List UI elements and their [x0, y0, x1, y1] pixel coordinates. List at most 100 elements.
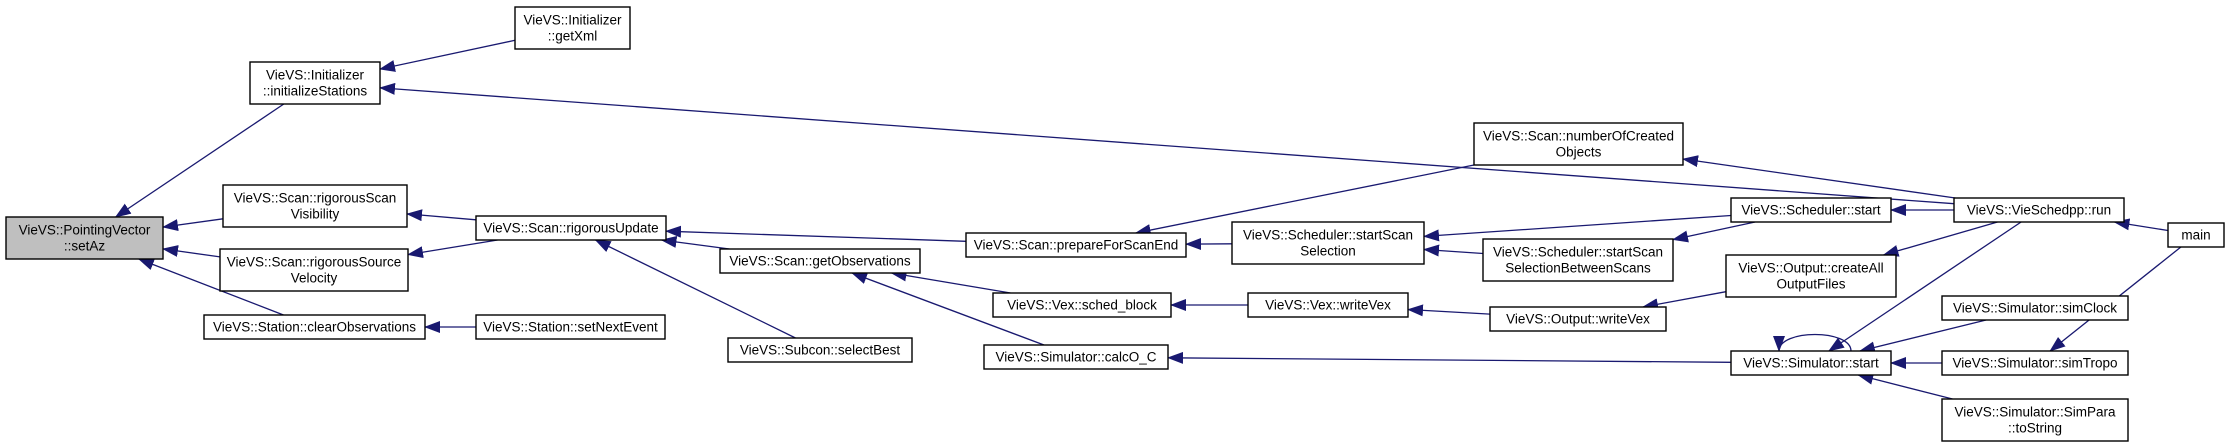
edge-rigorous-update-to-rigorous-source-velocity — [407, 239, 498, 259]
node-label: VieVS::PointingVector — [19, 223, 151, 238]
edge-arrow — [660, 236, 730, 250]
node-label: VieVS::Scan::prepareForScanEnd — [974, 238, 1179, 253]
edge-arrow — [1407, 304, 1491, 317]
node-sim-clock[interactable]: VieVS::Simulator::simClock — [1941, 295, 2129, 321]
edge-arrow — [379, 82, 1955, 205]
edge-output-write-vex-to-write-vex — [1407, 304, 1491, 317]
node-label: VieVS::Scheduler::start — [1741, 203, 1881, 218]
node-set-az[interactable]: VieVS::PointingVector::setAz — [5, 216, 164, 260]
node-box — [1247, 292, 1409, 318]
node-box — [719, 248, 921, 274]
edge-main-to-run — [2113, 218, 2169, 232]
edge-arrow — [1423, 244, 1484, 257]
node-label: VieVS::Output::writeVex — [1506, 312, 1650, 327]
node-box — [1730, 350, 1892, 376]
edge-arrow — [1682, 155, 1956, 199]
node-to-string[interactable]: VieVS::Simulator::SimPara::toString — [1941, 398, 2129, 442]
node-label: Objects — [1556, 145, 1602, 160]
node-select-best[interactable]: VieVS::Subcon::selectBest — [727, 337, 913, 363]
node-label: ::initializeStations — [263, 84, 368, 99]
edge-run-to-create-all-output-files — [1882, 221, 1998, 257]
node-label: VieVS::Subcon::selectBest — [740, 343, 901, 358]
node-label: VieVS::Vex::writeVex — [1265, 298, 1391, 313]
node-box — [475, 215, 667, 241]
node-box — [983, 344, 1169, 370]
edge-arrow — [1858, 319, 1987, 354]
edge-arrow — [1642, 291, 1727, 311]
node-sim-tropo[interactable]: VieVS::Simulator::simTropo — [1941, 350, 2129, 376]
node-label: VieVS::Scheduler::startScan — [1493, 245, 1663, 260]
node-get-xml[interactable]: VieVS::Initializer::getXml — [514, 6, 631, 50]
node-label: VieVS::Initializer — [523, 13, 622, 28]
node-box — [5, 216, 164, 260]
node-label: Velocity — [291, 271, 338, 286]
node-box — [992, 292, 1172, 318]
edge-select-best-to-rigorous-update — [594, 239, 796, 339]
node-label: VieVS::Vex::sched_block — [1007, 298, 1157, 313]
node-box — [1489, 306, 1667, 332]
edge-run-to-initialize-stations — [379, 82, 1955, 205]
edge-arrow — [1882, 221, 1998, 257]
node-label: VieVS::Scan::rigorousScan — [234, 191, 397, 206]
node-sched-block[interactable]: VieVS::Vex::sched_block — [992, 292, 1172, 318]
node-box — [222, 184, 408, 228]
edge-arrow — [114, 103, 285, 218]
edge-simulator-start-to-simulator-start — [1773, 333, 1852, 352]
edge-arrow — [1134, 164, 1475, 236]
node-label: Visibility — [291, 207, 340, 222]
node-get-observations[interactable]: VieVS::Scan::getObservations — [719, 248, 921, 274]
node-box — [475, 314, 666, 340]
node-label: Selection — [1300, 244, 1356, 259]
edge-arrow — [162, 245, 221, 258]
edge-scheduler-start-to-start-scan-selection-between-scans — [1672, 221, 1756, 243]
node-start-scan-selection-between-scans[interactable]: VieVS::Scheduler::startScanSelectionBetw… — [1482, 238, 1674, 282]
node-calc-o-c[interactable]: VieVS::Simulator::calcO_C — [983, 344, 1169, 370]
edge-arrow — [1857, 372, 1953, 400]
edge-arrow — [1423, 214, 1732, 242]
node-box — [965, 232, 1187, 258]
node-label: ::getXml — [548, 29, 598, 44]
node-box — [1725, 254, 1897, 298]
node-main[interactable]: main — [2167, 222, 2225, 248]
node-scheduler-start[interactable]: VieVS::Scheduler::start — [1730, 197, 1892, 223]
node-label: VieVS::Scan::numberOfCreated — [1483, 129, 1674, 144]
edge-arrow — [1167, 351, 1732, 364]
node-set-next-event[interactable]: VieVS::Station::setNextEvent — [475, 314, 666, 340]
edge-arrow — [1828, 221, 2022, 352]
node-box — [249, 61, 381, 105]
node-box — [1941, 295, 2129, 321]
node-rigorous-update[interactable]: VieVS::Scan::rigorousUpdate — [475, 215, 667, 241]
node-box — [1231, 221, 1425, 265]
node-clear-observations[interactable]: VieVS::Station::clearObservations — [203, 314, 426, 340]
edge-clear-observations-to-set-az — [137, 258, 284, 316]
node-label: VieVS::Simulator::SimPara — [1954, 405, 2116, 420]
edge-arrow — [137, 258, 284, 316]
node-label: VieVS::Simulator::simClock — [1953, 301, 2117, 316]
edge-number-of-created-objects-to-prepare-for-scan-end — [1134, 164, 1475, 236]
edge-sched-block-to-get-observations — [890, 269, 1011, 294]
node-initialize-stations[interactable]: VieVS::Initializer::initializeStations — [249, 61, 381, 105]
node-box — [1730, 197, 1892, 223]
edge-calc-o-c-to-get-observations — [851, 272, 1045, 346]
edge-to-string-to-simulator-start — [1857, 372, 1953, 400]
node-simulator-start[interactable]: VieVS::Simulator::start — [1730, 350, 1892, 376]
edge-arrow — [379, 39, 516, 72]
edge-prepare-for-scan-end-to-rigorous-update — [665, 225, 967, 242]
node-label: VieVS::Scan::rigorousSource — [227, 255, 402, 270]
node-run[interactable]: VieVS::VieSchedpp::run — [1953, 197, 2125, 223]
node-label: main — [2181, 228, 2210, 243]
node-box — [203, 314, 426, 340]
node-write-vex[interactable]: VieVS::Vex::writeVex — [1247, 292, 1409, 318]
node-prepare-for-scan-end[interactable]: VieVS::Scan::prepareForScanEnd — [965, 232, 1187, 258]
node-label: VieVS::Scheduler::startScan — [1243, 228, 1413, 243]
edge-arrow — [1672, 221, 1756, 243]
node-output-write-vex[interactable]: VieVS::Output::writeVex — [1489, 306, 1667, 332]
node-label: SelectionBetweenScans — [1505, 261, 1651, 276]
edge-create-all-output-files-to-output-write-vex — [1642, 291, 1727, 311]
edge-run-to-simulator-start — [1828, 221, 2022, 352]
